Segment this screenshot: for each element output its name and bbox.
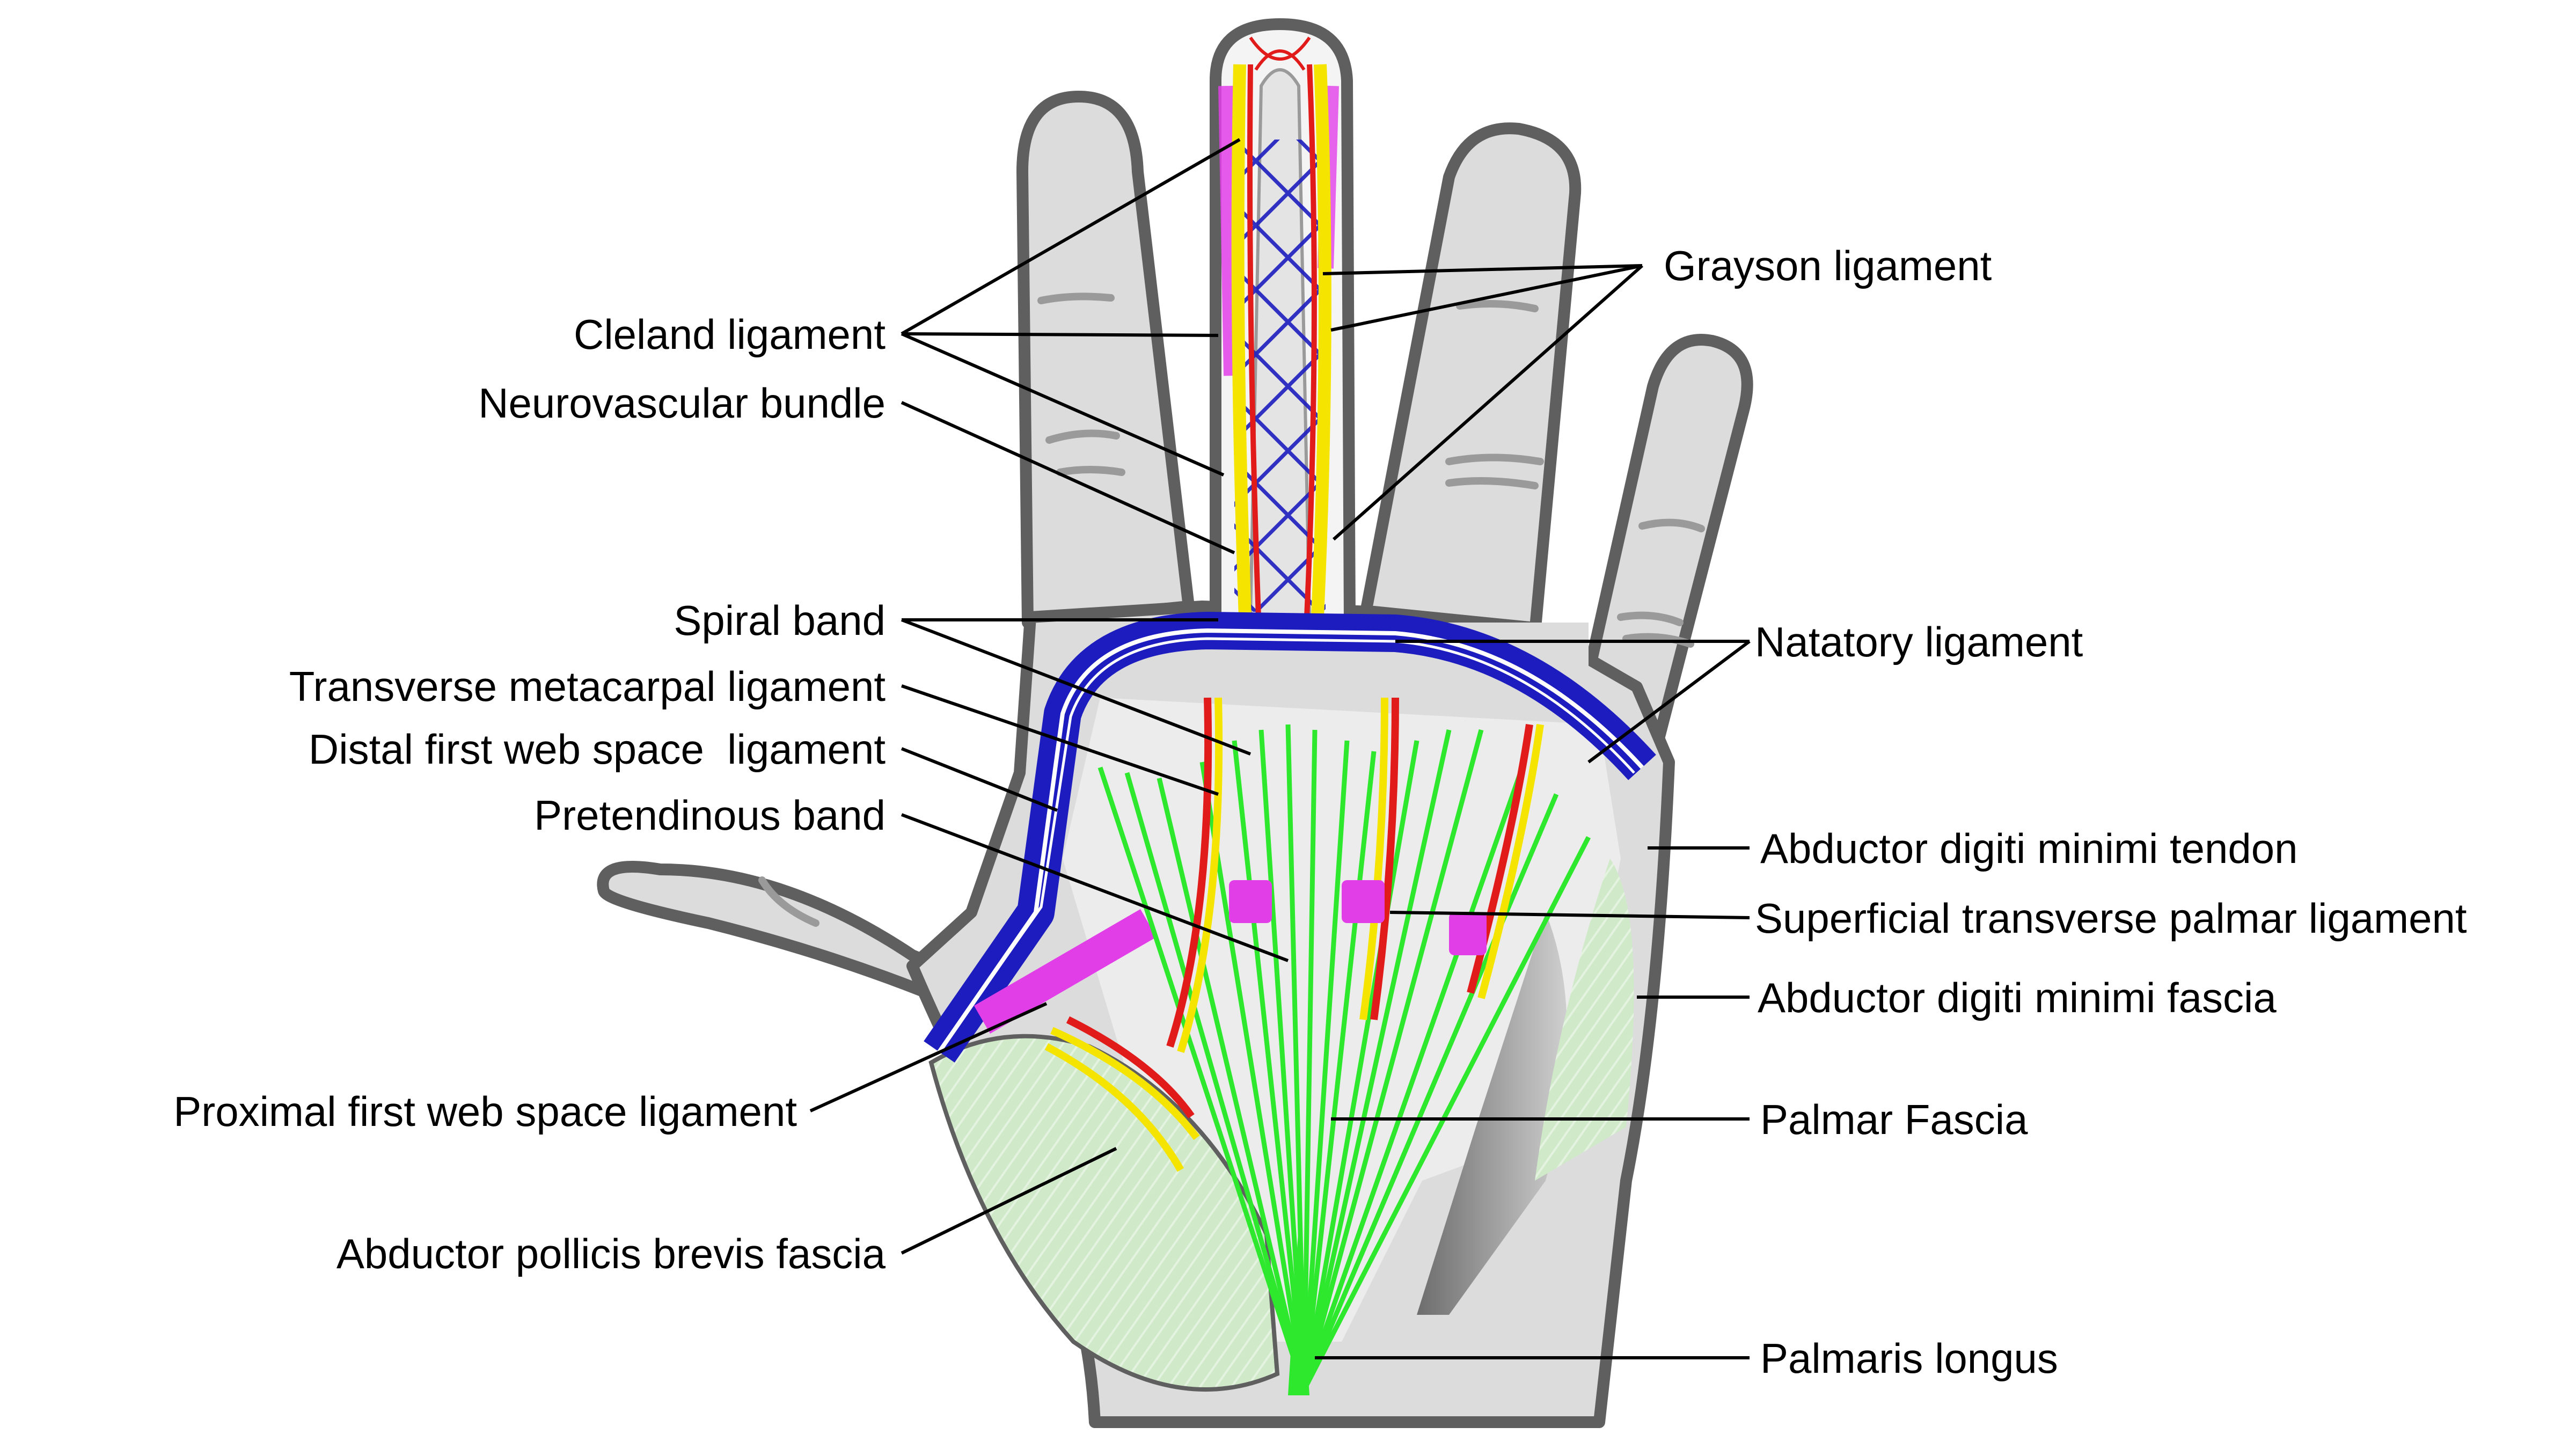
abductor-digiti-minimi-fascia-region bbox=[1535, 859, 1634, 1181]
label-abductor-digiti-minimi-fascia: Abductor digiti minimi fascia bbox=[1758, 974, 2277, 1021]
label-natatory-ligament: Natatory ligament bbox=[1755, 618, 2083, 665]
digital-artery-right bbox=[1304, 64, 1317, 618]
label-grayson-ligament: Grayson ligament bbox=[1664, 242, 1992, 289]
ring-finger bbox=[1360, 122, 1582, 639]
label-abductor-digiti-minimi-tendon: Abductor digiti minimi tendon bbox=[1760, 825, 2298, 872]
digital-nerve-left bbox=[1231, 64, 1252, 618]
label-abductor-pollicis-brevis-fascia: Abductor pollicis brevis fascia bbox=[336, 1230, 886, 1277]
labels-left: Cleland ligament Neurovascular bundle Sp… bbox=[173, 311, 885, 1277]
palmaris-longus-tendon bbox=[1288, 1224, 1309, 1395]
middle-finger-dissection bbox=[1210, 18, 1356, 628]
label-proximal-first-web-space-ligament: Proximal first web space ligament bbox=[173, 1088, 797, 1135]
label-pretendinous-band: Pretendinous band bbox=[534, 792, 885, 839]
label-superficial-transverse-palmar-ligament: Superficial transverse palmar ligament bbox=[1755, 895, 2467, 942]
label-palmaris-longus: Palmaris longus bbox=[1760, 1335, 2058, 1382]
index-finger bbox=[1016, 91, 1195, 628]
digital-artery-left bbox=[1247, 64, 1261, 618]
label-distal-first-web-space-ligament: Distal first web space ligament bbox=[309, 726, 885, 773]
label-spiral-band: Spiral band bbox=[674, 597, 885, 644]
digital-nerve-right bbox=[1311, 64, 1331, 618]
label-transverse-metacarpal-ligament: Transverse metacarpal ligament bbox=[289, 663, 886, 710]
superficial-transverse-palmar-ligament-bands bbox=[1229, 880, 1487, 955]
label-neurovascular-bundle: Neurovascular bundle bbox=[478, 379, 885, 427]
palmar-nerves bbox=[1044, 697, 1544, 1172]
labels-right: Grayson ligament Natatory ligament Abduc… bbox=[1664, 242, 2467, 1382]
label-palmar-fascia: Palmar Fascia bbox=[1760, 1096, 2028, 1143]
proximal-first-web-space-ligament bbox=[974, 909, 1157, 1034]
leader-lines bbox=[809, 138, 1751, 1359]
label-cleland-ligament: Cleland ligament bbox=[574, 311, 885, 358]
palmar-fascia-fibers bbox=[1097, 724, 1591, 1392]
palm-dissection bbox=[924, 612, 1656, 1395]
